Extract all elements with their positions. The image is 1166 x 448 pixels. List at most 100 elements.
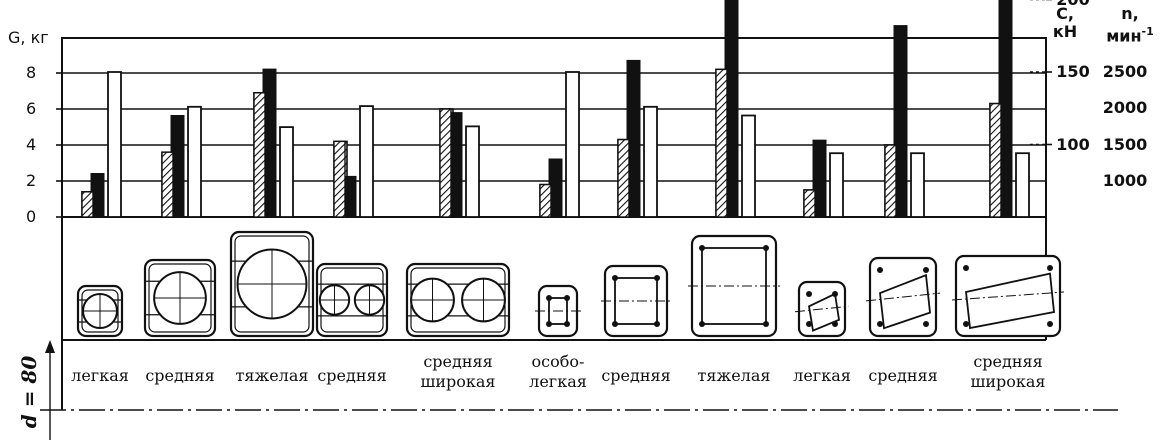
category-label: легкая <box>772 366 872 386</box>
category-label: средняя <box>130 366 230 386</box>
bar-n <box>910 152 925 218</box>
bar-G-front <box>715 68 728 218</box>
roller-sketch <box>865 256 941 338</box>
bar-C <box>724 0 739 218</box>
bar-C <box>893 25 908 218</box>
roller-dot <box>1047 265 1053 271</box>
bar-n <box>107 71 122 218</box>
right-n-tick-label: 2500 <box>1102 62 1148 81</box>
category-label-line: тяжелая <box>697 366 771 385</box>
roller-dot <box>654 275 660 281</box>
category-label-line: средняя <box>145 366 215 385</box>
roller-dot <box>923 267 929 273</box>
left-tick-label: 8 <box>26 63 37 82</box>
right-c-tick-label: 200 <box>1056 0 1090 9</box>
bar-n <box>279 126 294 218</box>
center-line <box>794 305 850 313</box>
bar-G-front <box>803 189 816 218</box>
bar-C <box>812 139 827 218</box>
bar-n <box>1015 152 1030 218</box>
bearing-drawings <box>76 230 1065 338</box>
category-label-line: широкая <box>420 372 496 391</box>
roller-dot <box>763 245 769 251</box>
roller-dot <box>923 321 929 327</box>
category-label-line: легкая <box>793 366 851 385</box>
bearing-sketch <box>405 262 511 338</box>
bar-G-front <box>884 144 897 218</box>
right-c-tick-label: 150 <box>1056 62 1090 81</box>
right-c-tick-label: 100 <box>1056 134 1090 154</box>
bar-G-front <box>253 92 266 218</box>
roller-sketch <box>951 254 1065 338</box>
dimension-label: d = 80 <box>17 355 41 429</box>
bar-n <box>187 105 202 218</box>
left-tick-label: 4 <box>26 135 37 154</box>
bar-n <box>359 105 374 218</box>
bar-C <box>626 59 641 218</box>
bearing-sketch <box>315 262 389 338</box>
bar-n <box>465 125 480 218</box>
roller-dot <box>699 245 705 251</box>
bar-G-front <box>439 108 452 218</box>
tapered-roller <box>965 272 1055 330</box>
category-label-line: средняя <box>973 352 1043 371</box>
roller-dot <box>877 267 883 273</box>
roller-dot <box>963 265 969 271</box>
roller-dot <box>806 321 812 327</box>
roller-sketch <box>794 280 850 338</box>
category-label: тяжелая <box>222 366 322 386</box>
roller-dot <box>612 275 618 281</box>
bar-n <box>565 71 580 218</box>
right-axis-n-title: n, мин-1 <box>1106 4 1154 46</box>
bearing-inner <box>148 263 212 333</box>
tapered-roller <box>879 273 931 330</box>
roller-dot <box>564 295 570 301</box>
left-axis-title: G, кг <box>8 28 49 47</box>
category-label: тяжелая <box>684 366 784 386</box>
roller-dot <box>763 321 769 327</box>
bar-n <box>643 105 658 218</box>
roller-dot <box>877 321 883 327</box>
bars <box>81 0 1030 218</box>
roller-sketch <box>535 284 581 338</box>
category-label: легкая <box>50 366 150 386</box>
right-axis-c-title: C, кН <box>1052 4 1078 41</box>
center-line <box>865 292 941 302</box>
left-tick-label: 6 <box>26 99 37 118</box>
bar-n <box>741 114 756 218</box>
roller-dot <box>612 321 618 327</box>
roller-dot <box>1047 321 1053 327</box>
roller-sketch <box>688 234 780 338</box>
category-label-line: средняя <box>423 352 493 371</box>
category-label-line: особо- <box>531 352 585 371</box>
roller-dot <box>564 321 570 327</box>
roller-sketch <box>601 264 671 338</box>
category-label-line: средняя <box>317 366 387 385</box>
roller-dot <box>963 321 969 327</box>
category-label: средняя <box>853 366 953 386</box>
roller-dot <box>654 321 660 327</box>
roller-dot <box>699 321 705 327</box>
category-label: средняя <box>586 366 686 386</box>
tapered-roller <box>808 292 840 332</box>
right-n-tick-label: 1000 <box>1102 170 1148 190</box>
dimension-arrow-up <box>45 340 55 353</box>
category-label-line: легкая <box>529 372 587 391</box>
right-n-tick-label: 2000 <box>1102 98 1148 118</box>
bar-C <box>998 0 1013 218</box>
category-label-line: легкая <box>71 366 129 385</box>
bearing-sketch <box>143 258 217 338</box>
roller-dot <box>832 321 838 327</box>
bar-G-front <box>617 138 630 218</box>
center-line <box>951 291 1065 301</box>
left-tick-label: 2 <box>26 171 37 190</box>
category-label: средняя <box>302 366 402 386</box>
bar-G-front <box>81 191 94 218</box>
roller-dot <box>832 291 838 297</box>
roller-dot <box>546 295 552 301</box>
right-n-tick-label: 1500 <box>1102 134 1148 154</box>
bar-G-front <box>539 183 552 218</box>
